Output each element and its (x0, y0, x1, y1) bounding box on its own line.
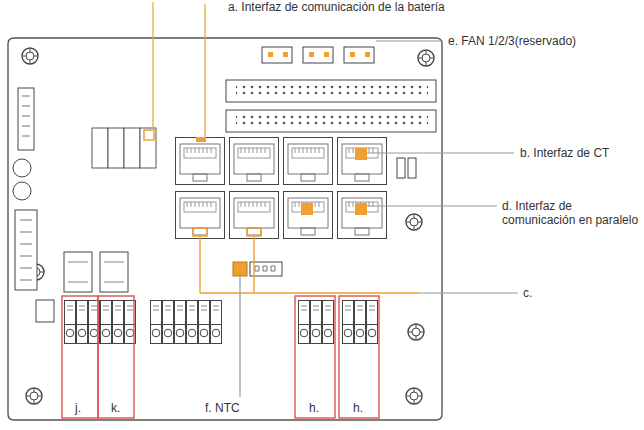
terminal (343, 301, 354, 344)
ribbon-header (226, 80, 436, 102)
board-outline (8, 38, 442, 420)
terminal (211, 301, 222, 344)
indicator-led (13, 159, 31, 177)
relay-detail (68, 262, 124, 282)
terminal (151, 301, 162, 344)
highlight-mark (355, 203, 367, 215)
highlight-mark (247, 228, 261, 236)
terminal (65, 301, 76, 344)
ribbon-header (226, 110, 436, 132)
region-box (295, 296, 335, 418)
small-component (36, 300, 54, 322)
leader-line (376, 40, 443, 41)
callout-label: f. NTC (205, 401, 240, 415)
relay (64, 252, 92, 292)
mounting-hole (418, 50, 434, 66)
battery-connector (92, 128, 108, 168)
region-letter: h. (353, 401, 363, 415)
terminal (367, 301, 378, 344)
terminal (175, 301, 186, 344)
ntc-connector (233, 262, 247, 276)
leader-line (204, 4, 205, 137)
region-box (98, 296, 134, 418)
mounting-hole (26, 388, 42, 404)
highlight-mark (301, 203, 313, 215)
rj45-port (230, 138, 279, 185)
leader-line (239, 276, 240, 397)
terminal (113, 301, 124, 344)
bracket-line (200, 236, 420, 293)
terminal (323, 301, 334, 344)
fan-pin (268, 52, 370, 57)
side-connector (15, 210, 37, 290)
battery-connector (124, 128, 140, 168)
terminal (77, 301, 88, 344)
leader-line (367, 205, 497, 206)
mounting-hole (406, 388, 422, 404)
highlight-mark (144, 130, 154, 140)
callout-label: d. Interfaz de comunicación en paralelo (502, 199, 640, 227)
callout-label: c. (523, 286, 532, 300)
rj45-port (338, 138, 387, 185)
highlight-mark (196, 137, 206, 142)
indicator-led (13, 182, 31, 200)
region-letter: k. (111, 401, 120, 415)
dip-switch (397, 158, 405, 178)
ntc-socket (250, 262, 282, 276)
region-letter: j. (75, 401, 81, 415)
terminal (311, 301, 322, 344)
leader-line (152, 2, 153, 128)
leader-line (420, 292, 518, 293)
terminal (187, 301, 198, 344)
dip-switch (408, 158, 416, 178)
connector-pins (22, 96, 30, 136)
rj45-port (230, 192, 279, 239)
callout-label: b. Interfaz de CT (520, 146, 609, 160)
leader-line (367, 152, 514, 153)
rj45-port (176, 138, 225, 185)
terminal (355, 301, 366, 344)
mounting-hole (406, 214, 422, 230)
connector-pins (20, 220, 32, 280)
highlight-mark (193, 228, 207, 236)
terminal (199, 301, 210, 344)
side-connector (18, 88, 34, 150)
region-box (339, 296, 379, 418)
terminal (101, 301, 112, 344)
highlight-mark (355, 148, 367, 160)
callout-label: a. Interfaz de comunicación de la baterí… (228, 0, 445, 14)
rj45-port (176, 192, 225, 239)
header-pins (236, 84, 428, 96)
battery-connector (140, 128, 156, 168)
region-box (62, 296, 98, 418)
battery-connector (108, 128, 124, 168)
relay (100, 252, 128, 292)
mounting-hole (408, 324, 424, 340)
ntc-pins (255, 266, 275, 271)
region-letter: h. (309, 401, 319, 415)
terminal (299, 301, 310, 344)
rj45-port (284, 138, 333, 185)
callout-label: e. FAN 1/2/3(reservado) (448, 34, 576, 48)
mounting-hole (22, 48, 38, 64)
rj45-port (338, 192, 387, 239)
terminal (163, 301, 174, 344)
header-pins (236, 114, 428, 126)
rj45-port (284, 192, 333, 239)
